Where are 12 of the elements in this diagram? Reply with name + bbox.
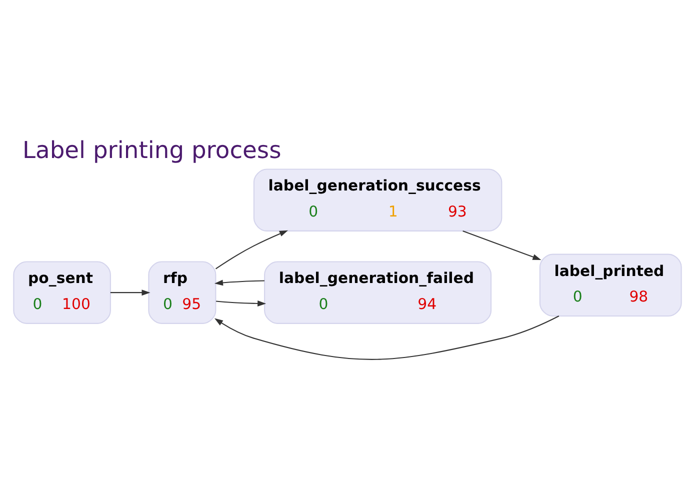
node-box: label_printed 0 98 [539,253,682,316]
node-box: label_generation_failed 0 94 [264,260,492,324]
arrow [215,230,288,269]
arrow [462,230,542,260]
arrow [110,289,150,296]
node-box: label_generation_success 0 1 93 [253,168,502,231]
arrow [216,300,266,306]
arrow [214,279,264,286]
node-box: rfp 0 95 [148,260,216,324]
arrow [214,315,560,360]
node-box: po_sent 0 100 [13,260,111,324]
diagram-title: Label printing process [22,136,282,164]
